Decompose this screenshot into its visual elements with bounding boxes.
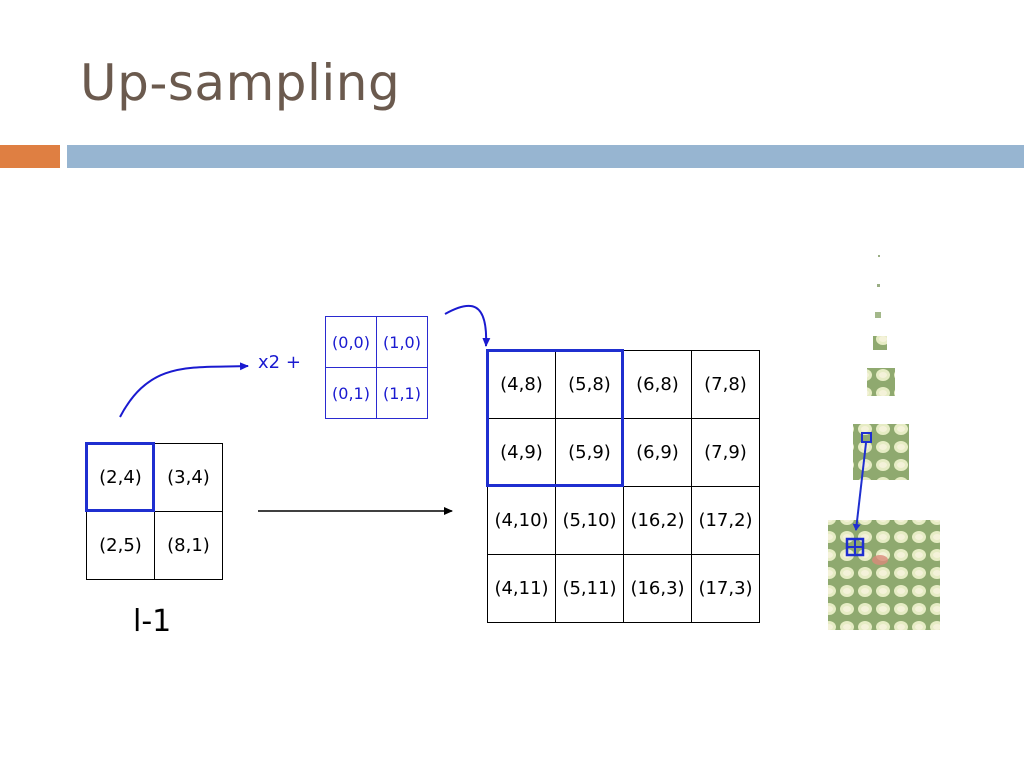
offset-cell: (1,1) xyxy=(376,367,428,419)
result-cell: (4,9) xyxy=(487,418,556,487)
table-row: (2,4) (3,4) xyxy=(86,443,223,512)
result-highlight-box xyxy=(486,349,624,487)
result-cell: (6,8) xyxy=(623,350,692,419)
accent-bar-blue xyxy=(67,145,1024,168)
curved-arrow-to-offset xyxy=(119,362,249,418)
result-cell: (5,10) xyxy=(555,486,624,555)
offset-cell: (1,0) xyxy=(376,316,428,368)
result-cell: (6,9) xyxy=(623,418,692,487)
pyramid-level-2 xyxy=(873,336,887,350)
slide-title: Up-sampling xyxy=(80,54,401,112)
result-cell: (17,2) xyxy=(691,486,760,555)
table-row: (0,1) (1,1) xyxy=(325,367,428,419)
accent-bar-orange xyxy=(0,145,60,168)
source-highlight-box xyxy=(85,442,155,512)
offset-cell: (0,1) xyxy=(325,367,377,419)
pyramid-level-4 xyxy=(877,284,880,287)
offset-grid: (0,0) (1,0) (0,1) (1,1) xyxy=(325,316,428,419)
source-cell: (8,1) xyxy=(154,511,223,580)
result-cell: (5,8) xyxy=(555,350,624,419)
result-cell: (16,2) xyxy=(623,486,692,555)
curved-arrow-to-result xyxy=(444,304,491,347)
level-label: l-1 xyxy=(133,604,172,639)
pyramid-source-marker xyxy=(861,432,872,443)
table-row: (4,8) (5,8) (6,8) (7,8) xyxy=(487,350,760,419)
table-row: (4,10) (5,10) (16,2) (17,2) xyxy=(487,486,760,555)
pyramid-level-5 xyxy=(878,255,880,257)
source-grid: (2,4) (3,4) (2,5) (8,1) xyxy=(86,443,223,580)
source-cell: (2,4) xyxy=(86,443,155,512)
offset-prefix: x2 + xyxy=(258,352,301,373)
result-cell: (17,3) xyxy=(691,554,760,623)
result-cell: (5,11) xyxy=(555,554,624,623)
table-row: (2,5) (8,1) xyxy=(86,511,223,580)
table-row: (4,11) (5,11) (16,3) (17,3) xyxy=(487,554,760,623)
source-cell: (2,5) xyxy=(86,511,155,580)
pyramid-level-1 xyxy=(867,368,895,396)
result-grid: (4,8) (5,8) (6,8) (7,8) (4,9) (5,9) (6,9… xyxy=(487,350,760,623)
result-cell: (5,9) xyxy=(555,418,624,487)
pyramid-level-3 xyxy=(875,312,881,318)
image-pyramid-illustration xyxy=(828,255,940,630)
offset-cell: (0,0) xyxy=(325,316,377,368)
result-cell: (7,8) xyxy=(691,350,760,419)
source-cell: (3,4) xyxy=(154,443,223,512)
result-cell: (16,3) xyxy=(623,554,692,623)
table-row: (0,0) (1,0) xyxy=(325,316,428,368)
pyramid-level-l xyxy=(828,520,940,630)
result-cell: (4,11) xyxy=(487,554,556,623)
